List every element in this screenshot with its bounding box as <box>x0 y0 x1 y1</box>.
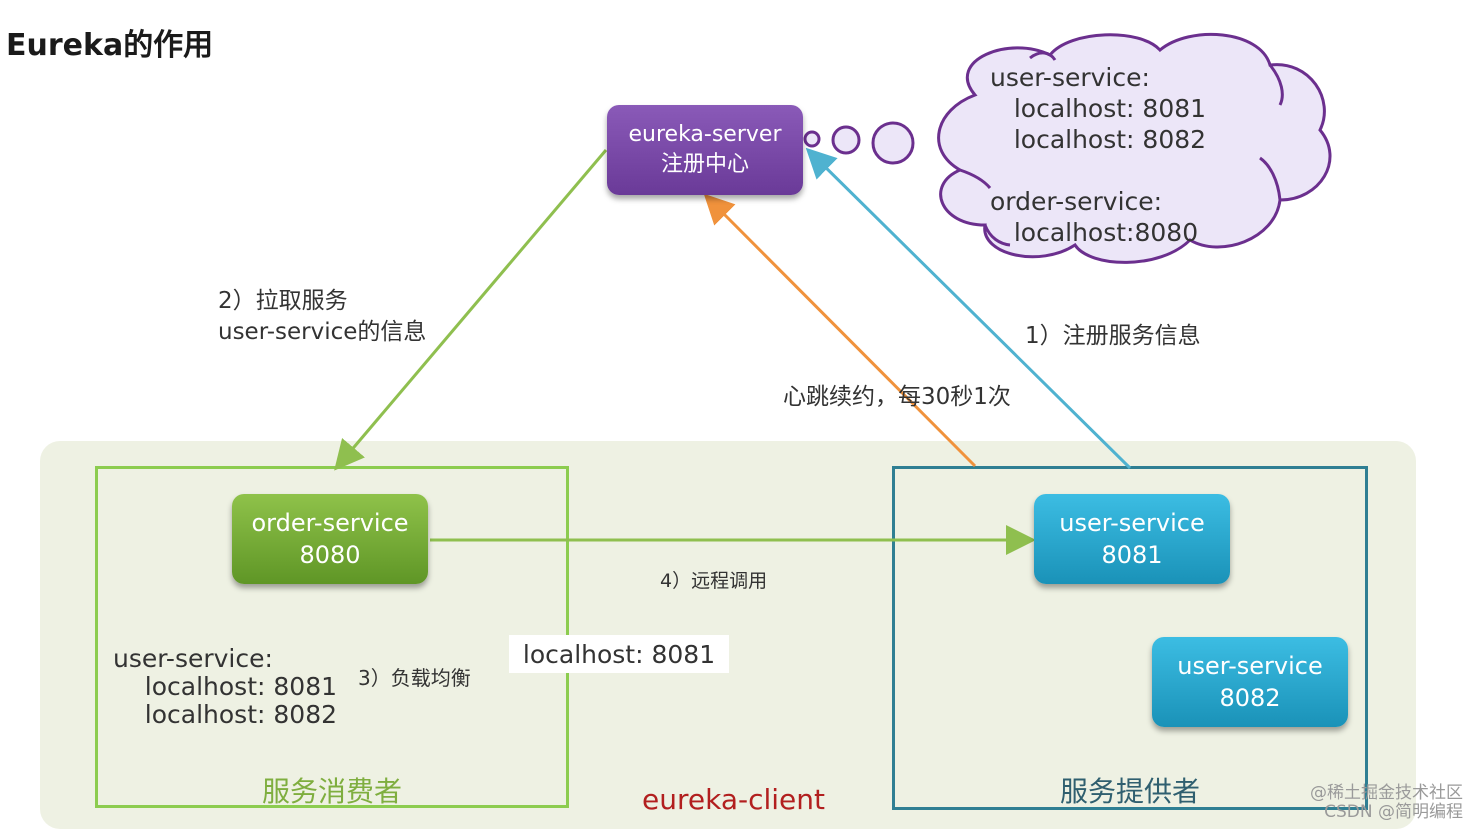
user-service-2-port: 8082 <box>1219 684 1281 712</box>
server-name: eureka-server <box>628 122 782 147</box>
user-service-2-name: user-service <box>1177 652 1323 680</box>
remote-call-label: 4）远程调用 <box>660 570 768 592</box>
order-service-node: order-service 8080 <box>232 494 428 584</box>
order-service-name: order-service <box>251 509 409 537</box>
consumer-label: 服务消费者 <box>262 775 403 808</box>
thought-cloud <box>803 32 1332 264</box>
provider-label: 服务提供者 <box>1060 775 1201 808</box>
register-arrow <box>805 147 1132 470</box>
order-service-port: 8080 <box>299 541 361 569</box>
load-balance-label: 3）负载均衡 <box>358 666 471 690</box>
registry-cloud-text: user-service: localhost: 8081 localhost:… <box>990 63 1207 247</box>
page-title: Eureka的作用 <box>6 28 214 63</box>
pull-label-line1: 2）拉取服务 <box>218 288 348 314</box>
consumer-instance-list: user-service: localhost: 8081 localhost:… <box>113 644 337 729</box>
register-label: 1）注册服务信息 <box>1025 323 1201 349</box>
bubble-large <box>871 121 915 165</box>
selected-instance: localhost: 8081 <box>509 635 729 673</box>
watermark: @稀土掘金技术社区 CSDN @简明编程 <box>1310 783 1463 822</box>
heartbeat-label: 心跳续约，每30秒1次 <box>783 384 1011 410</box>
pull-label-line2: user-service的信息 <box>218 319 427 345</box>
user-service-1-name: user-service <box>1059 509 1205 537</box>
heartbeat-arrow <box>703 193 977 468</box>
eureka-server-node: eureka-server 注册中心 <box>607 105 803 195</box>
eureka-client-label: eureka-client <box>642 783 825 816</box>
pull-arrow <box>334 149 608 471</box>
user-service-8082-node: user-service 8082 <box>1152 637 1348 727</box>
bubble-small <box>803 130 821 148</box>
user-service-1-port: 8081 <box>1101 541 1163 569</box>
bubble-medium <box>831 125 861 155</box>
user-service-8081-node: user-service 8081 <box>1034 494 1230 584</box>
pull-label: 2）拉取服务 user-service的信息 <box>218 286 426 348</box>
server-subtitle: 注册中心 <box>660 152 749 177</box>
